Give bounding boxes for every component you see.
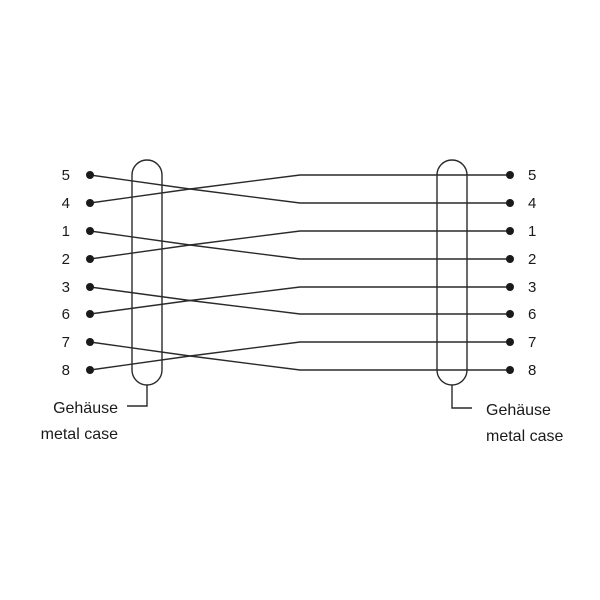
left-pin-4-dot	[86, 199, 94, 207]
right-pin-7-label: 7	[528, 334, 536, 351]
right-pin-8-label: 8	[528, 362, 536, 379]
left-pin-7-dot	[86, 338, 94, 346]
right-pin-5-label: 5	[528, 167, 536, 184]
wire-3-to-6	[89, 286, 510, 315]
left-pin-6-dot	[86, 310, 94, 318]
left-pin-5-dot	[86, 171, 94, 179]
wire-5-to-4	[89, 174, 510, 204]
right-pin-1-label: 1	[528, 223, 536, 240]
left-case-label-german: Gehäuse	[53, 400, 118, 417]
left-pin-1-dot	[86, 227, 94, 235]
right-pin-2-label: 2	[528, 251, 536, 268]
right-pin-3-dot	[506, 283, 514, 291]
wire-8-to-7	[89, 341, 510, 371]
right-pin-5-dot	[506, 171, 514, 179]
wire-group	[89, 174, 510, 371]
left-pin-2-label: 2	[62, 251, 70, 268]
right-pin-7-dot	[506, 338, 514, 346]
right-case-label-english: metal case	[486, 428, 563, 445]
right-pin-4-dot	[506, 199, 514, 207]
left-pin-7-label: 7	[62, 334, 70, 351]
left-pin-4-label: 4	[62, 195, 70, 212]
right-pin-2-dot	[506, 255, 514, 263]
wire-4-to-5	[89, 174, 510, 204]
wire-2-to-1	[89, 230, 510, 260]
right-pin-6-dot	[506, 310, 514, 318]
left-case-leader-line	[127, 385, 148, 407]
right-pin-1-dot	[506, 227, 514, 235]
left-case-label-english: metal case	[41, 426, 118, 443]
left-pin-2-dot	[86, 255, 94, 263]
right-pin-4-label: 4	[528, 195, 536, 212]
left-pin-8-dot	[86, 366, 94, 374]
right-pin-8-dot	[506, 366, 514, 374]
right-metal-case-outline	[436, 159, 468, 386]
left-pin-3-dot	[86, 283, 94, 291]
left-pin-1-label: 1	[62, 223, 70, 240]
right-case-label-german: Gehäuse	[486, 402, 551, 419]
left-connector-pins: 5 4 1 2 3 6 7 8	[62, 167, 94, 379]
left-pin-8-label: 8	[62, 362, 70, 379]
wire-7-to-8	[89, 341, 510, 371]
right-case-leader-line	[451, 385, 472, 409]
right-pin-6-label: 6	[528, 306, 536, 323]
right-connector-pins: 5 4 1 2 3 6 7 8	[506, 167, 536, 379]
left-pin-6-label: 6	[62, 306, 70, 323]
wire-1-to-2	[89, 230, 510, 260]
wire-6-to-3	[89, 286, 510, 315]
left-pin-5-label: 5	[62, 167, 70, 184]
right-pin-3-label: 3	[528, 279, 536, 296]
left-pin-3-label: 3	[62, 279, 70, 296]
